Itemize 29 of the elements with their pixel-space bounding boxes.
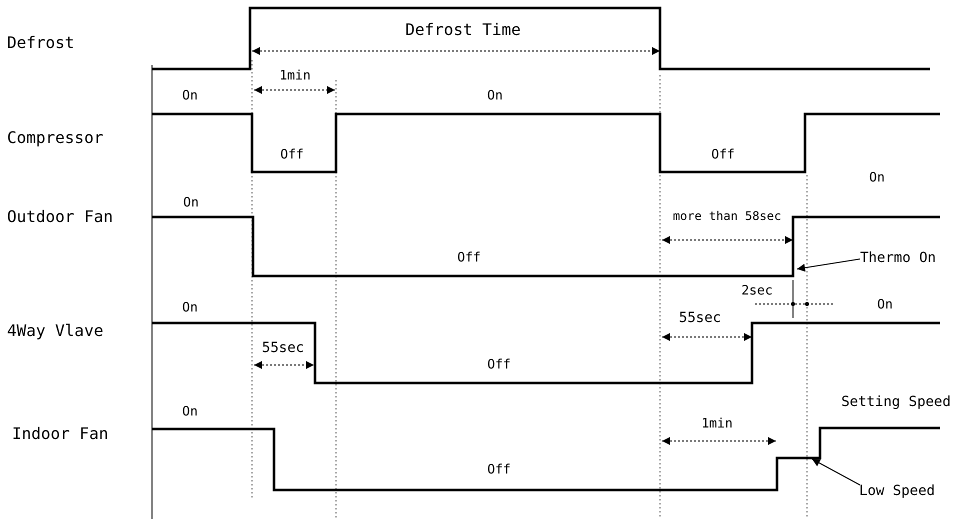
duration-label: 55sec: [678, 311, 722, 325]
signal-name: Indoor Fan: [12, 426, 108, 442]
state-label: On: [182, 302, 198, 314]
callout-text: Low Speed: [859, 484, 935, 498]
state-label: Off: [457, 252, 481, 264]
state-label: Setting Speed: [841, 395, 951, 409]
state-label: Off: [487, 358, 511, 372]
duration-label: Defrost Time: [405, 22, 521, 38]
state-label: Off: [487, 464, 511, 476]
state-label: Off: [280, 148, 304, 162]
signal-name: Compressor: [7, 130, 104, 146]
state-label: On: [869, 172, 885, 184]
state-label: On: [182, 90, 198, 102]
signal-name: Outdoor Fan: [7, 209, 113, 225]
leader-line: [812, 458, 860, 486]
callout-text: Thermo On: [860, 251, 936, 265]
state-label: On: [182, 406, 198, 418]
state-label: On: [877, 298, 893, 312]
duration-label: 1min: [279, 70, 311, 82]
state-label: On: [487, 90, 503, 102]
signal-name: Defrost: [7, 35, 74, 51]
duration-label: 2sec: [741, 284, 773, 298]
duration-label: more than 58sec: [672, 210, 782, 222]
signal-name: 4Way Vlave: [7, 323, 104, 339]
leader-line: [796, 258, 860, 272]
state-label: On: [183, 196, 199, 210]
duration-label: 55sec: [262, 341, 304, 355]
state-label: Off: [711, 148, 735, 162]
duration-label: 1min: [701, 418, 733, 430]
